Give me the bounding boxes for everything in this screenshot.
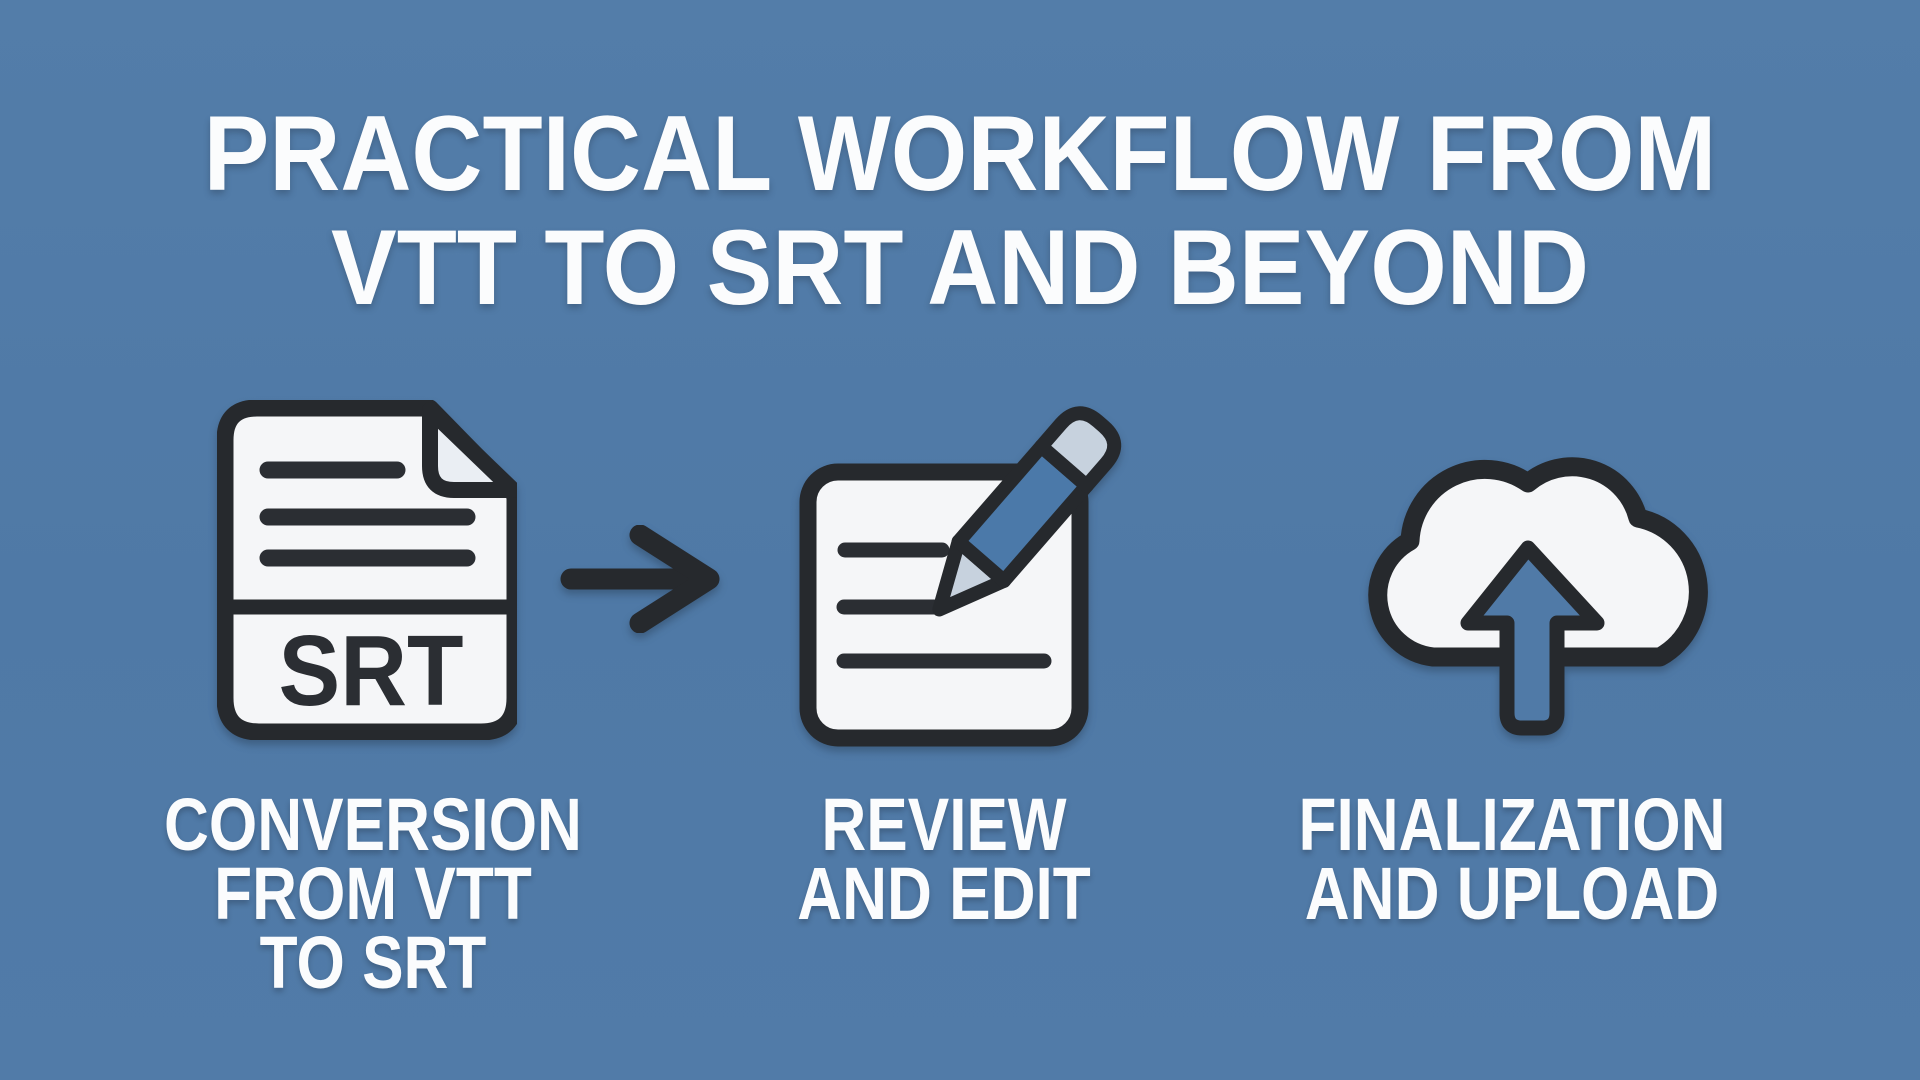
file-format-label: SRT [279, 615, 464, 727]
right-arrow-icon [560, 525, 720, 633]
upload-arrow-icon [1460, 540, 1605, 736]
caption-line: CONVERSION [164, 783, 582, 866]
srt-file-icon: SRT [217, 400, 517, 740]
title-line-1: PRACTICAL WORKFLOW FROM [203, 93, 1717, 213]
pencil-eraser [1034, 406, 1122, 493]
document-fold-corner [422, 402, 517, 498]
step-caption-review: REVIEW AND EDIT [709, 783, 1179, 935]
pencil-icon [932, 406, 1122, 617]
step-caption-finalization: FINALIZATION AND UPLOAD [1277, 783, 1747, 935]
note-text-lines [836, 542, 1052, 669]
page-title: PRACTICAL WORKFLOW FROM VTT TO SRT AND B… [77, 96, 1843, 324]
caption-line: REVIEW [821, 783, 1067, 866]
step-caption-conversion: CONVERSION FROM VTT TO SRT [138, 783, 608, 1004]
caption-line: AND EDIT [797, 852, 1091, 935]
document-text-lines [259, 461, 476, 567]
caption-line: AND UPLOAD [1304, 852, 1720, 935]
caption-line: FINALIZATION [1298, 783, 1726, 866]
cloud-upload-icon [1338, 413, 1708, 738]
caption-line: FROM VTT [214, 852, 532, 935]
review-edit-icon [798, 402, 1133, 747]
caption-line: TO SRT [259, 921, 487, 1004]
title-line-2: VTT TO SRT AND BEYOND [331, 207, 1589, 327]
